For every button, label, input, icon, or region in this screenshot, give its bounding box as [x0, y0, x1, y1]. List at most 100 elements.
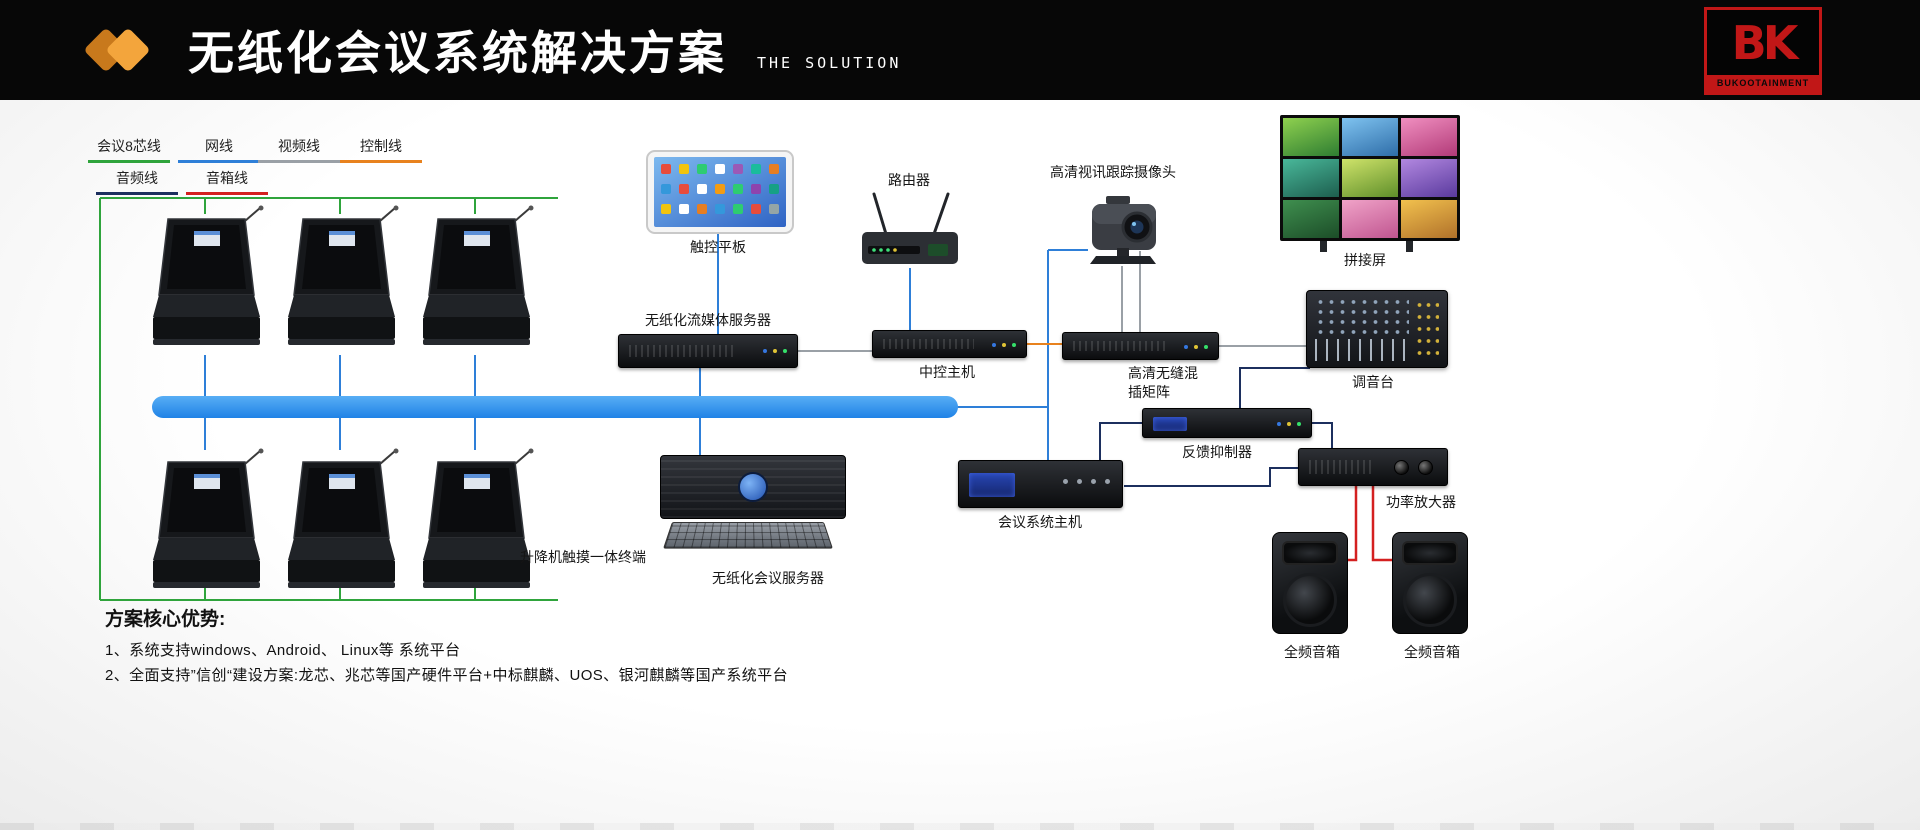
legend-swatch	[258, 160, 340, 163]
advantages-block: 方案核心优势: 1、系统支持windows、Android、 Linux等 系统…	[105, 604, 788, 689]
label-router: 路由器	[888, 172, 930, 188]
footer-strip	[0, 823, 1920, 830]
touch-tablet	[646, 150, 794, 234]
brand-logo: BK BUKOOTAINMENT	[1704, 7, 1822, 95]
legend-label: 会议8芯线	[97, 138, 161, 154]
video-wall-stand	[1280, 241, 1452, 252]
amp-knob	[1394, 460, 1409, 475]
speaker-woofer	[1283, 573, 1337, 627]
video-wall-tile	[1283, 200, 1339, 238]
legend-swatch	[340, 160, 422, 163]
router	[862, 192, 958, 264]
legend-swatch	[96, 192, 178, 195]
mixer-faders	[1315, 339, 1409, 361]
video-wall-tile	[1342, 200, 1398, 238]
conference-terminal	[148, 205, 272, 355]
conference-system-host	[958, 460, 1123, 508]
advantages-title: 方案核心优势:	[105, 609, 226, 630]
speaker-right	[1392, 532, 1468, 634]
label-amplifier: 功率放大器	[1386, 494, 1456, 510]
rack-leds	[1204, 344, 1208, 349]
legend-item-conference-line: 会议8芯线	[88, 136, 170, 163]
feedback-suppressor	[1142, 408, 1312, 438]
legend-label: 控制线	[360, 138, 402, 154]
conference-terminal	[148, 448, 272, 598]
conference-terminal	[418, 205, 542, 355]
video-wall-tile	[1401, 118, 1457, 156]
audio-mixer	[1306, 290, 1448, 368]
video-wall-tile	[1283, 159, 1339, 197]
legend-item-video-line: 视频线	[258, 136, 340, 163]
speaker-woofer	[1403, 573, 1457, 627]
legend-label: 音频线	[116, 170, 158, 186]
legend-label: 音箱线	[206, 170, 248, 186]
rack-vents	[1073, 340, 1166, 352]
paperless-conference-server	[660, 455, 846, 549]
legend-swatch	[88, 160, 170, 163]
mixer-side-knobs	[1415, 299, 1439, 359]
page-subtitle: THE SOLUTION	[757, 54, 902, 72]
rack-vents	[629, 344, 737, 358]
legend-item-speaker-line: 音箱线	[186, 168, 268, 195]
video-wall-tile	[1342, 159, 1398, 197]
legend-item-control-line: 控制线	[340, 136, 422, 163]
page-title: 无纸化会议系统解决方案	[188, 27, 727, 79]
brand-logo-text: BK	[1731, 15, 1799, 70]
server-keyboard-tray	[663, 522, 833, 549]
video-wall	[1280, 115, 1460, 252]
label-hd-matrix: 高清无缝混 插矩阵	[1128, 365, 1198, 400]
brand-logo-name: BUKOOTAINMENT	[1707, 75, 1819, 92]
rack-leds	[1297, 421, 1301, 426]
video-wall-tile	[1401, 159, 1457, 197]
label-speaker-left: 全频音箱	[1284, 644, 1340, 660]
advantages-line-1: 1、系统支持windows、Android、 Linux等 系统平台	[105, 642, 461, 659]
video-wall-grid	[1280, 115, 1460, 241]
label-streaming-server: 无纸化流媒体服务器	[645, 312, 771, 328]
server-emblem	[738, 472, 768, 502]
device-lcd	[1153, 417, 1187, 431]
legend-label: 视频线	[278, 138, 320, 154]
speaker-left	[1272, 532, 1348, 634]
label-mixer: 调音台	[1352, 374, 1394, 390]
rack-vents	[1309, 459, 1373, 475]
speaker-horn	[1402, 541, 1458, 565]
hd-matrix	[1062, 332, 1219, 360]
label-lift-terminal: 升降机触摸一体终端	[520, 549, 646, 565]
label-conference-host: 会议系统主机	[998, 514, 1082, 530]
brand-diamond-icon	[83, 23, 160, 77]
wire-group-speaker	[1348, 486, 1392, 562]
header-bar: 无纸化会议系统解决方案 THE SOLUTION BK BUKOOTAINMEN…	[0, 0, 1920, 100]
conference-terminal	[418, 448, 542, 598]
wire-group-audio	[1099, 367, 1333, 487]
conference-terminal	[283, 205, 407, 355]
device-lcd	[969, 473, 1015, 497]
speaker-horn	[1282, 541, 1338, 565]
label-conference-server: 无纸化会议服务器	[712, 570, 824, 586]
power-amplifier	[1298, 448, 1448, 486]
wire-group-network	[204, 234, 1088, 460]
rack-vents	[883, 338, 974, 350]
label-feedback: 反馈抑制器	[1182, 444, 1252, 460]
legend-label: 网线	[205, 138, 233, 154]
device-knobs	[1105, 479, 1110, 485]
legend-item-audio-line: 音频线	[96, 168, 178, 195]
wire-group-video	[798, 251, 1306, 352]
label-central-control: 中控主机	[919, 364, 975, 380]
label-speaker-right: 全频音箱	[1404, 644, 1460, 660]
network-bus-bar	[152, 396, 958, 418]
streaming-media-server	[618, 334, 798, 368]
video-wall-tile	[1283, 118, 1339, 156]
conference-terminal	[283, 448, 407, 598]
legend-item-network-line: 网线	[178, 136, 260, 163]
video-wall-tile	[1342, 118, 1398, 156]
amp-knob	[1418, 460, 1433, 475]
advantages-line-2: 2、全面支持”信创“建设方案:龙芯、兆芯等国产硬件平台+中标麒麟、UOS、银河麒…	[105, 667, 788, 684]
legend-swatch	[178, 160, 260, 163]
label-video-wall: 拼接屏	[1344, 252, 1386, 268]
video-wall-tile	[1401, 200, 1457, 238]
rack-leds	[783, 349, 787, 354]
server-body	[660, 455, 846, 519]
wire-group-conference	[99, 197, 558, 601]
